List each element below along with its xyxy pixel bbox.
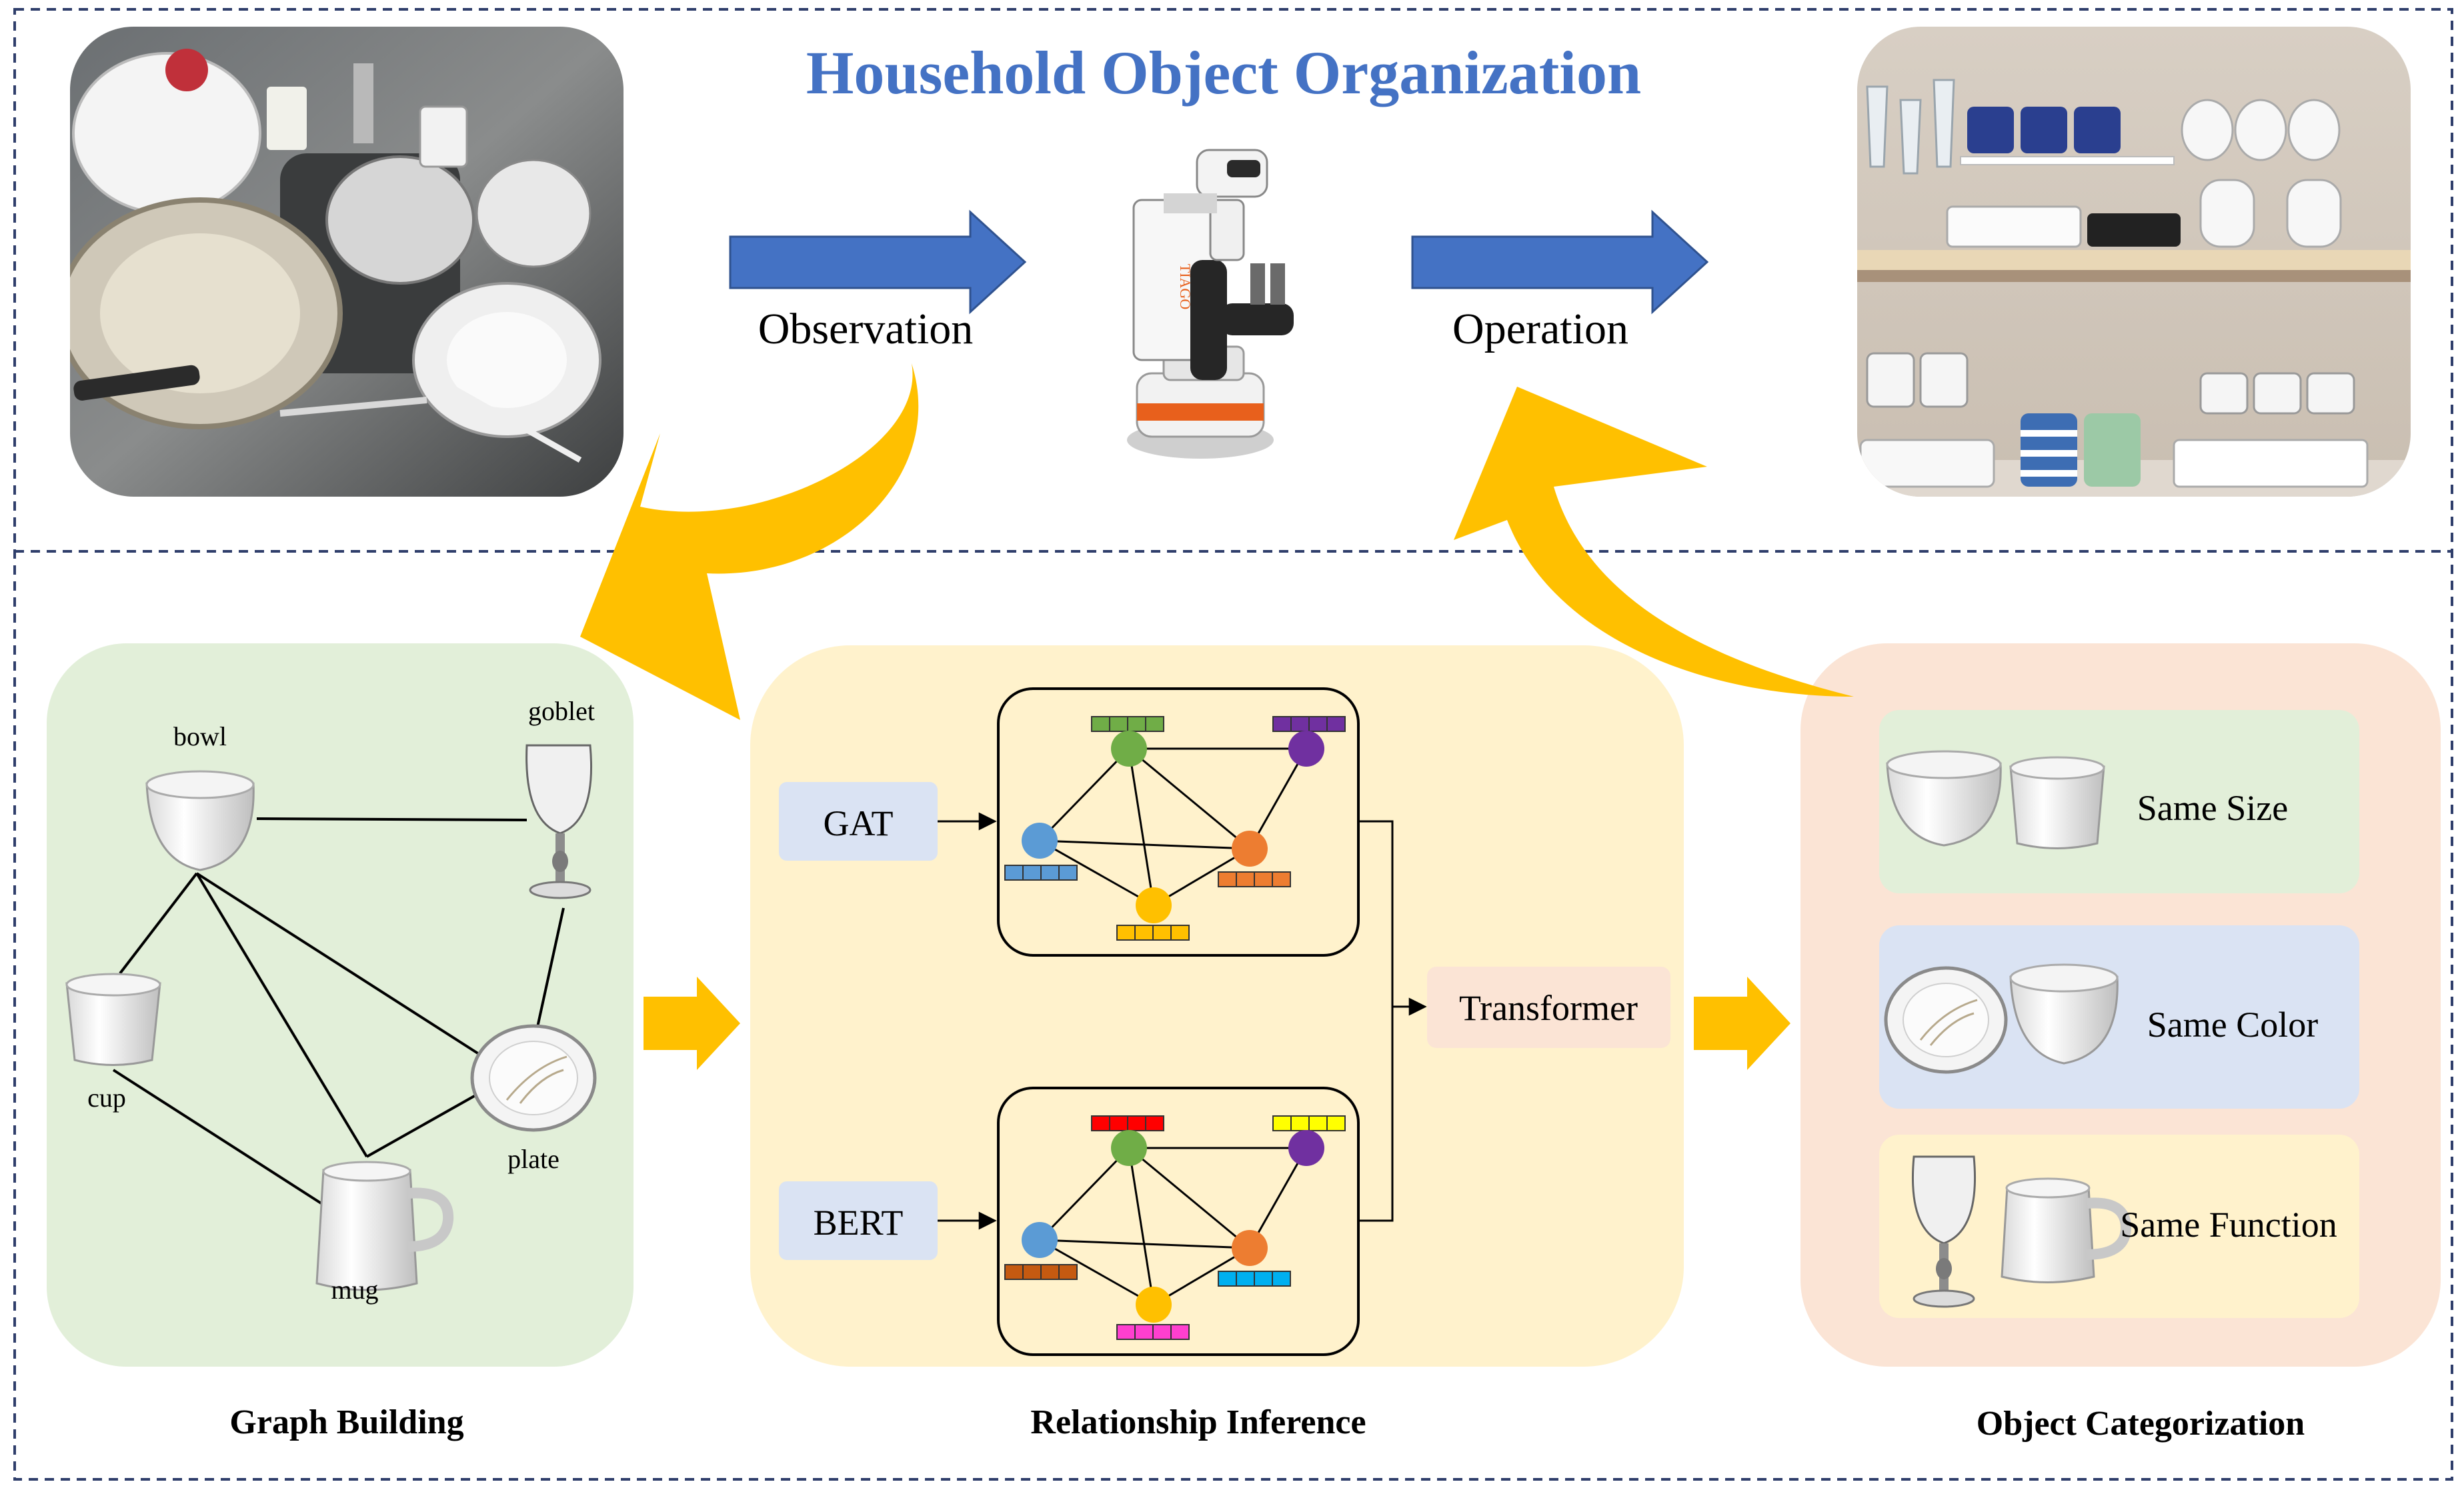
gat-box (779, 782, 938, 861)
same-function-mug (2001, 1177, 2132, 1283)
bert-edge-right-mid (1248, 1147, 1308, 1249)
gat-edge-right-mid (1248, 748, 1308, 849)
gat-edge-top-left (1038, 747, 1130, 842)
gat-feature-bar-bottom (1116, 925, 1190, 941)
same-size-cup (2009, 756, 2105, 849)
gat-edge-left-mid (1039, 839, 1250, 850)
same-function-label: Same Function (2120, 1205, 2337, 1245)
robot-image: TIAGO (1127, 149, 1294, 459)
observation-curved-arrow (580, 363, 919, 720)
operation-arrow (1411, 209, 1709, 315)
same-color-label: Same Color (2147, 1005, 2318, 1045)
bert-edge-left-mid (1039, 1239, 1250, 1249)
inference-to-categorization-arrow (1694, 977, 1790, 1070)
observation-arrow (729, 209, 1027, 315)
bert-feature-bar-mid (1218, 1271, 1291, 1287)
bert-node-top (1111, 1130, 1147, 1166)
gat-node-top (1111, 731, 1147, 767)
gat-node-bottom (1136, 887, 1172, 923)
operation-label: Operation (1452, 305, 1628, 353)
messy-sink-photo (70, 27, 624, 497)
bert-edge-top-left (1038, 1147, 1130, 1241)
page-title: Household Object Organization (806, 39, 1641, 107)
same-function-goblet (1911, 1155, 1977, 1308)
bert-edge-top-mid (1128, 1147, 1250, 1249)
bert-node-mid (1232, 1230, 1268, 1266)
bert-box (779, 1181, 938, 1260)
outer-frame (13, 8, 2453, 1481)
gat-feature-bar-mid (1218, 871, 1291, 887)
graph-merge-connector (1358, 820, 1394, 1222)
operation-curved-arrow (1454, 387, 1854, 697)
observation-label: Observation (758, 305, 974, 353)
bert-node-right (1288, 1130, 1324, 1166)
mug-label: mug (331, 1275, 378, 1305)
goblet-label: goblet (528, 696, 595, 726)
same-size-bowl (1886, 750, 2002, 847)
transformer-box (1427, 967, 1670, 1048)
same-size-label: Same Size (2137, 788, 2288, 828)
gat-graph (1004, 716, 1346, 941)
gat-feature-bar-left (1004, 865, 1078, 881)
same-color-plate (1884, 966, 2008, 1074)
goblet-object (525, 744, 593, 899)
gat-edge-mid-bottom (1153, 847, 1250, 907)
same-function-card (1879, 1135, 2359, 1318)
bert-node-bottom (1136, 1287, 1172, 1323)
gat-edge-top-mid (1128, 747, 1250, 850)
gat-node-left (1022, 823, 1058, 859)
transformer-label: Transformer (1459, 988, 1638, 1028)
gat-node-mid (1232, 831, 1268, 867)
organized-shelf-photo (1857, 27, 2411, 497)
gat-feature-bar-top (1091, 716, 1164, 732)
gat-edge-left-bottom (1039, 839, 1154, 907)
bert-feature-bar-right (1272, 1115, 1346, 1131)
plate-object (470, 1024, 597, 1132)
bert-edge-top-bottom (1128, 1147, 1155, 1305)
object-categorization-caption: Object Categorization (1977, 1405, 2305, 1443)
bowl-object (145, 770, 255, 871)
bert-graph (1004, 1115, 1346, 1340)
graph-building-caption: Graph Building (229, 1403, 463, 1441)
object-graph-edges (112, 817, 565, 1215)
mug-object (315, 1161, 454, 1291)
same-color-bowl (2009, 963, 2119, 1065)
relationship-inference-caption: Relationship Inference (1030, 1403, 1366, 1441)
same-color-card (1879, 925, 2359, 1109)
same-size-card (1879, 710, 2359, 893)
bert-label: BERT (814, 1203, 904, 1243)
bowl-label: bowl (173, 721, 227, 751)
bert-edge-left-bottom (1039, 1239, 1154, 1306)
bert-edge-mid-bottom (1153, 1247, 1250, 1306)
graph-to-inference-arrow (644, 977, 740, 1070)
bert-feature-bar-top (1091, 1115, 1164, 1131)
gat-node-right (1288, 731, 1324, 767)
plate-label: plate (507, 1144, 559, 1174)
gat-edge-top-bottom (1128, 748, 1155, 906)
cup-label: cup (87, 1083, 126, 1113)
gat-feature-bar-right (1272, 716, 1346, 732)
bert-node-left (1022, 1222, 1058, 1258)
cup-object (65, 973, 161, 1066)
gat-label: GAT (824, 803, 894, 843)
bert-feature-bar-bottom (1116, 1324, 1190, 1340)
bert-feature-bar-left (1004, 1264, 1078, 1280)
